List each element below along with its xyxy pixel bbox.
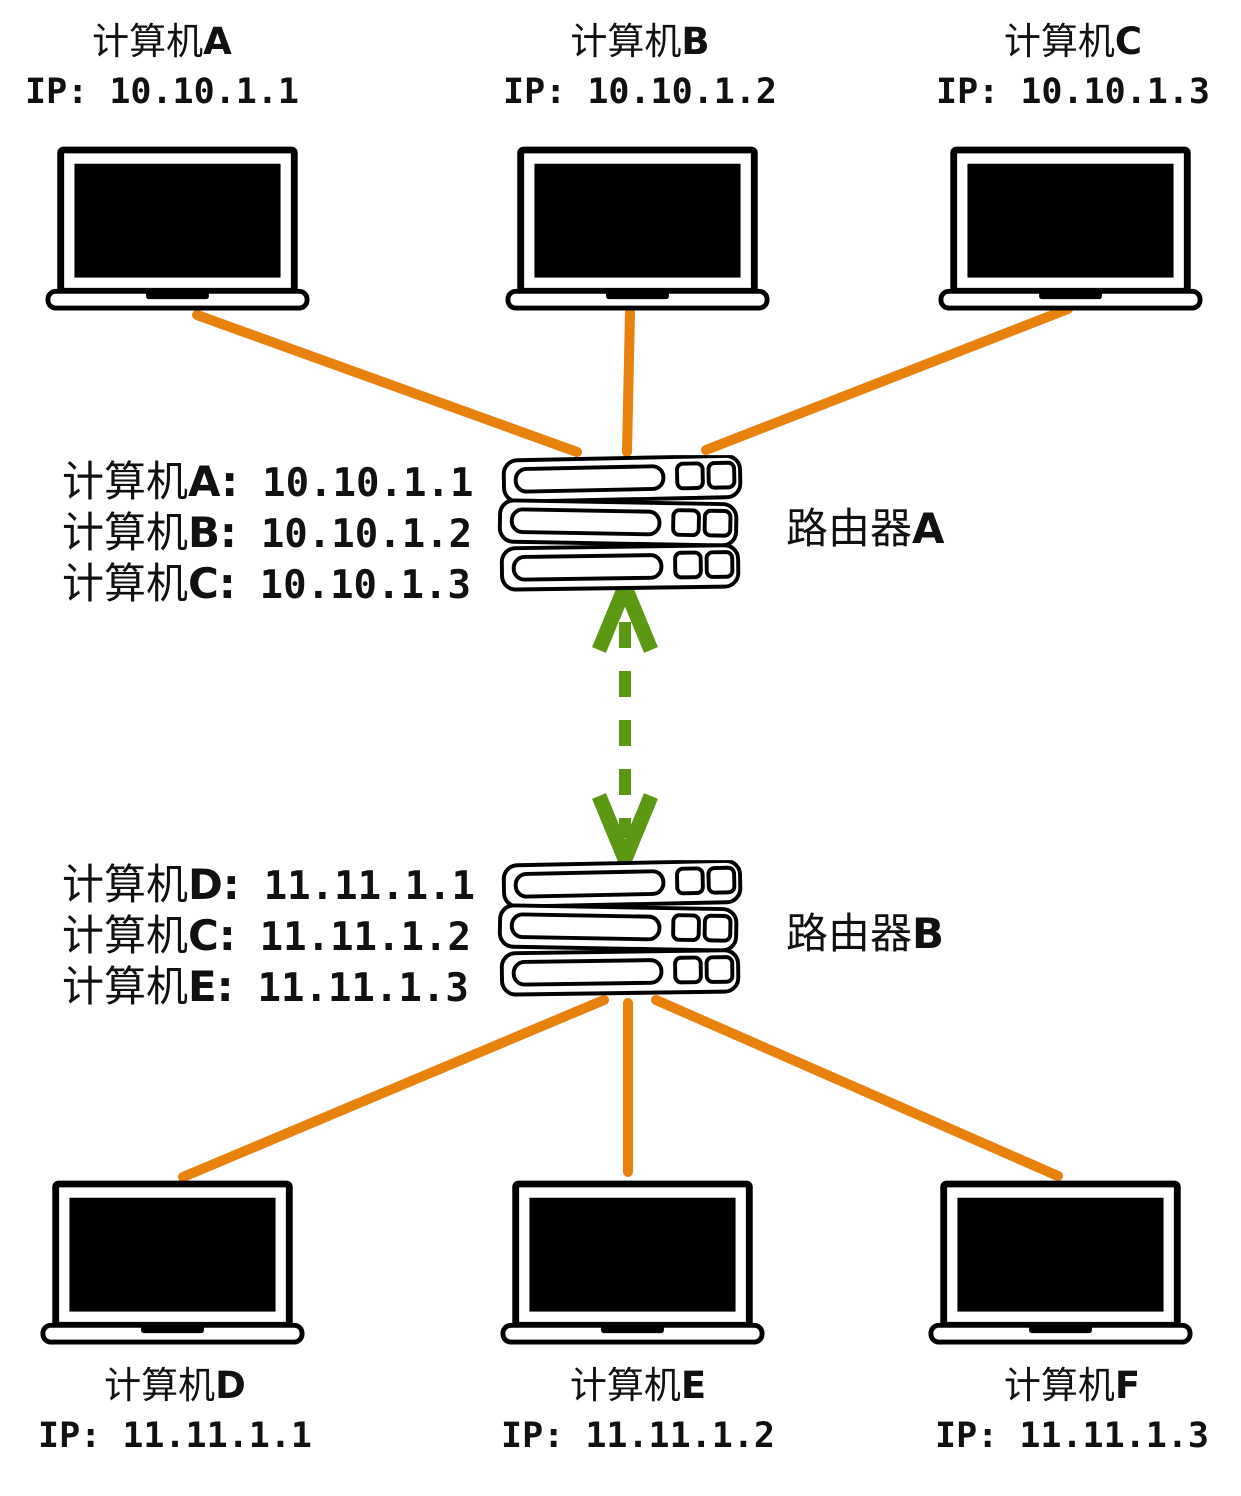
routing-table-row: 计算机B: 10.10.1.2 bbox=[62, 508, 473, 557]
router-link-double-arrow bbox=[592, 567, 658, 879]
routing-table-row: 计算机D: 11.11.1.1 bbox=[62, 860, 476, 909]
computer-d-ip: IP: 11.11.1.1 bbox=[38, 1416, 312, 1456]
router-icon bbox=[496, 455, 752, 595]
link-router-b-computer-f bbox=[651, 995, 1063, 1181]
computer-f-ip: IP: 11.11.1.3 bbox=[935, 1416, 1209, 1456]
link-router-b-computer-d bbox=[178, 995, 609, 1182]
computer-c-ip: IP: 10.10.1.3 bbox=[936, 72, 1210, 112]
laptop-icon bbox=[928, 1180, 1193, 1347]
computer-b-ip: IP: 10.10.1.2 bbox=[503, 72, 777, 112]
link-computer-c-router-a bbox=[701, 304, 1073, 455]
routing-table-row: 计算机A: 10.10.1.1 bbox=[62, 457, 474, 506]
router-a-routing-table: 计算机A: 10.10.1.1 计算机B: 10.10.1.2 计算机C: 10… bbox=[62, 448, 474, 608]
router-a-label: 路由器A bbox=[786, 504, 945, 553]
computer-a-label: 计算机A IP: 10.10.1.1 bbox=[0, 16, 392, 116]
routing-table-row: 计算机E: 11.11.1.3 bbox=[62, 962, 469, 1011]
computer-e-ip: IP: 11.11.1.2 bbox=[501, 1416, 775, 1456]
laptop-icon bbox=[40, 1180, 305, 1347]
router-icon bbox=[496, 860, 752, 1000]
routing-table-row: 计算机C: 10.10.1.3 bbox=[62, 559, 471, 608]
computer-d-name: 计算机D bbox=[104, 1364, 246, 1407]
link-computer-b-router-a bbox=[622, 308, 635, 457]
computer-f-name: 计算机F bbox=[1003, 1364, 1141, 1407]
computer-a-ip: IP: 10.10.1.1 bbox=[25, 72, 299, 112]
computer-b-name: 计算机B bbox=[570, 20, 710, 63]
laptop-icon bbox=[505, 146, 770, 313]
link-computer-a-router-a bbox=[192, 310, 582, 457]
routing-table-row: 计算机C: 11.11.1.2 bbox=[62, 911, 471, 960]
router-b-routing-table: 计算机D: 11.11.1.1 计算机C: 11.11.1.2 计算机E: 11… bbox=[62, 851, 476, 1011]
laptop-icon bbox=[500, 1180, 765, 1347]
computer-f-label: 计算机F IP: 11.11.1.3 bbox=[842, 1360, 1241, 1460]
computer-a-name: 计算机A bbox=[92, 20, 232, 63]
router-b-label: 路由器B bbox=[786, 909, 945, 958]
computer-c-name: 计算机C bbox=[1003, 20, 1143, 63]
computer-e-label: 计算机E IP: 11.11.1.2 bbox=[408, 1360, 868, 1460]
laptop-icon bbox=[938, 146, 1203, 313]
computer-d-label: 计算机D IP: 11.11.1.1 bbox=[0, 1360, 405, 1460]
computer-e-name: 计算机E bbox=[569, 1364, 707, 1407]
arrowhead-down-icon bbox=[592, 793, 658, 879]
computer-b-label: 计算机B IP: 10.10.1.2 bbox=[410, 16, 870, 116]
laptop-icon bbox=[45, 146, 310, 313]
computer-c-label: 计算机C IP: 10.10.1.3 bbox=[843, 16, 1241, 116]
